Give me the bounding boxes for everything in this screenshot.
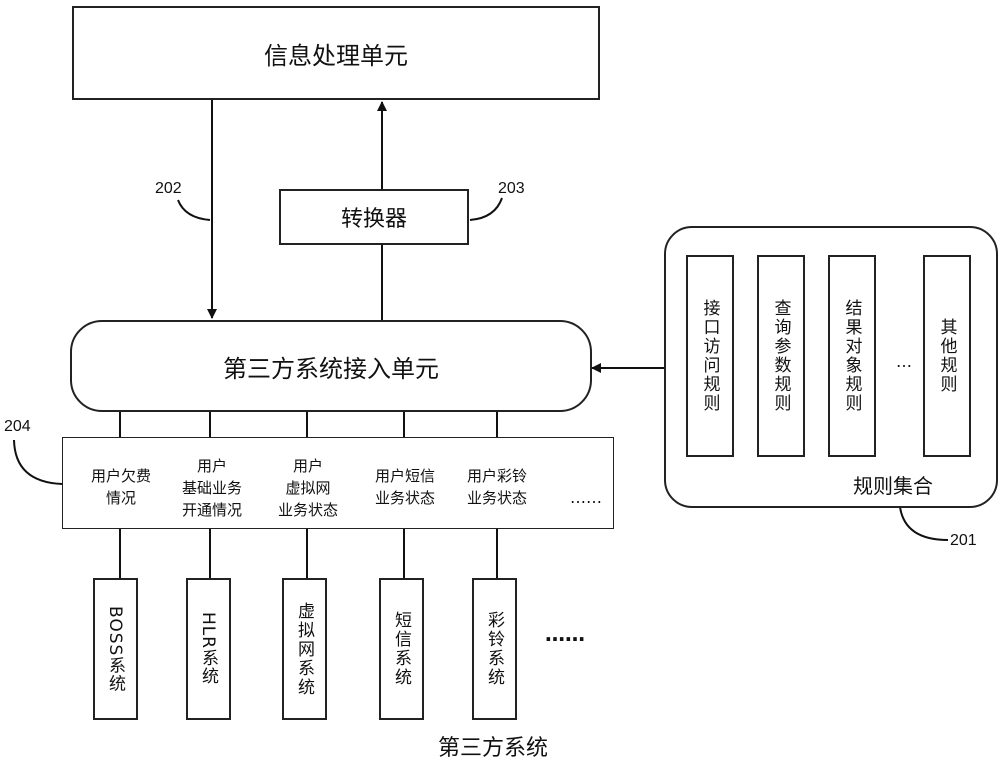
system-hlr: HLR系统 <box>186 578 231 720</box>
leader-201 <box>899 506 949 541</box>
rule-interface-access: 接口访问规则 <box>686 255 734 457</box>
system-boss: BOSS系统 <box>93 578 138 720</box>
system-vnet: 虚拟网系统 <box>282 578 327 720</box>
converter-label: 转换器 <box>340 207 407 232</box>
rule-other: 其他规则 <box>923 255 971 457</box>
status-item-basic-service: 用户 基础业务 开通情况 <box>172 455 252 521</box>
info-processing-unit: 信息处理单元 <box>72 6 600 100</box>
system-vnet-label: 虚拟网系统 <box>294 601 314 697</box>
rule-other-label: 其他规则 <box>936 318 957 394</box>
system-hlr-label: HLR系统 <box>198 612 218 686</box>
converter-box: 转换器 <box>279 189 469 245</box>
leader-203 <box>469 197 503 221</box>
info-processing-unit-label: 信息处理单元 <box>264 41 408 70</box>
rule-set-caption: 规则集合 <box>853 474 933 498</box>
status-item-sms: 用户短信 业务状态 <box>364 465 446 509</box>
rule-result-object-label: 结果对象规则 <box>841 299 862 413</box>
system-boss-label: BOSS系统 <box>105 605 125 693</box>
ref-204: 204 <box>4 418 31 435</box>
third-party-caption: 第三方系统 <box>438 736 549 761</box>
ref-203: 203 <box>498 180 525 197</box>
status-item-arrears: 用户欠费 情况 <box>80 465 162 509</box>
rule-interface-access-label: 接口访问规则 <box>699 299 720 413</box>
rule-query-params: 查询参数规则 <box>757 255 805 457</box>
leader-202 <box>177 199 211 221</box>
leader-204 <box>13 439 63 485</box>
status-item-vnet: 用户 虚拟网 业务状态 <box>268 455 348 521</box>
ref-202: 202 <box>155 180 182 197</box>
ref-201: 201 <box>950 532 977 549</box>
system-sms: 短信系统 <box>379 578 424 720</box>
status-item-crbt: 用户彩铃 业务状态 <box>456 465 538 509</box>
system-crbt: 彩铃系统 <box>472 578 517 720</box>
system-crbt-label: 彩铃系统 <box>484 611 504 687</box>
access-unit-label: 第三方系统接入单元 <box>223 354 439 383</box>
system-sms-label: 短信系统 <box>391 611 411 687</box>
third-party-access-unit: 第三方系统接入单元 <box>70 320 592 412</box>
rule-result-object: 结果对象规则 <box>828 255 876 457</box>
status-item-ellipsis: …… <box>570 488 602 507</box>
systems-ellipsis: …… <box>545 622 585 646</box>
rules-ellipsis: … <box>896 352 912 371</box>
rule-query-params-label: 查询参数规则 <box>770 299 791 413</box>
